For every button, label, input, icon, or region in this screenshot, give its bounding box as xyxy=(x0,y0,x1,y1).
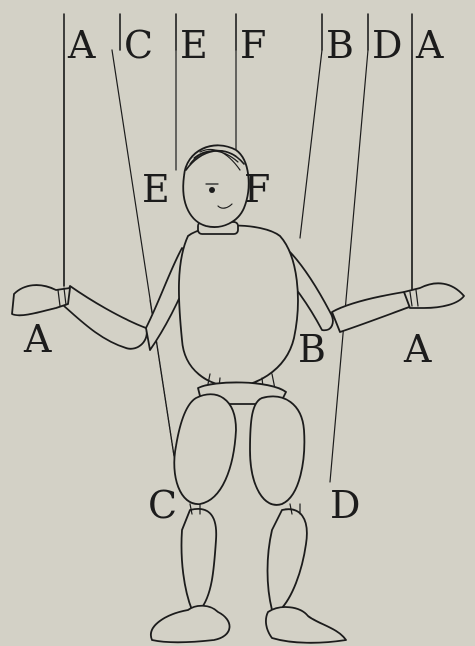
label-top-a-right: A xyxy=(415,23,444,67)
label-hip-b: B xyxy=(298,327,326,371)
label-hand-a-left: A xyxy=(23,317,52,361)
label-top-f: F xyxy=(240,23,266,67)
label-face-e: E xyxy=(142,167,170,211)
right-arm xyxy=(274,238,464,332)
head xyxy=(183,145,248,227)
label-knee-d: D xyxy=(330,483,360,527)
torso xyxy=(179,226,298,387)
label-hand-a-right: A xyxy=(403,327,432,371)
string-b xyxy=(300,50,322,238)
label-face-f: F xyxy=(244,167,270,211)
label-top-d: D xyxy=(372,23,402,67)
label-top-c: C xyxy=(124,23,153,67)
label-top-a-left: A xyxy=(67,23,96,67)
string-d xyxy=(330,50,368,482)
label-top-b: B xyxy=(326,23,354,67)
label-knee-c: C xyxy=(148,483,177,527)
label-top-e: E xyxy=(180,23,208,67)
